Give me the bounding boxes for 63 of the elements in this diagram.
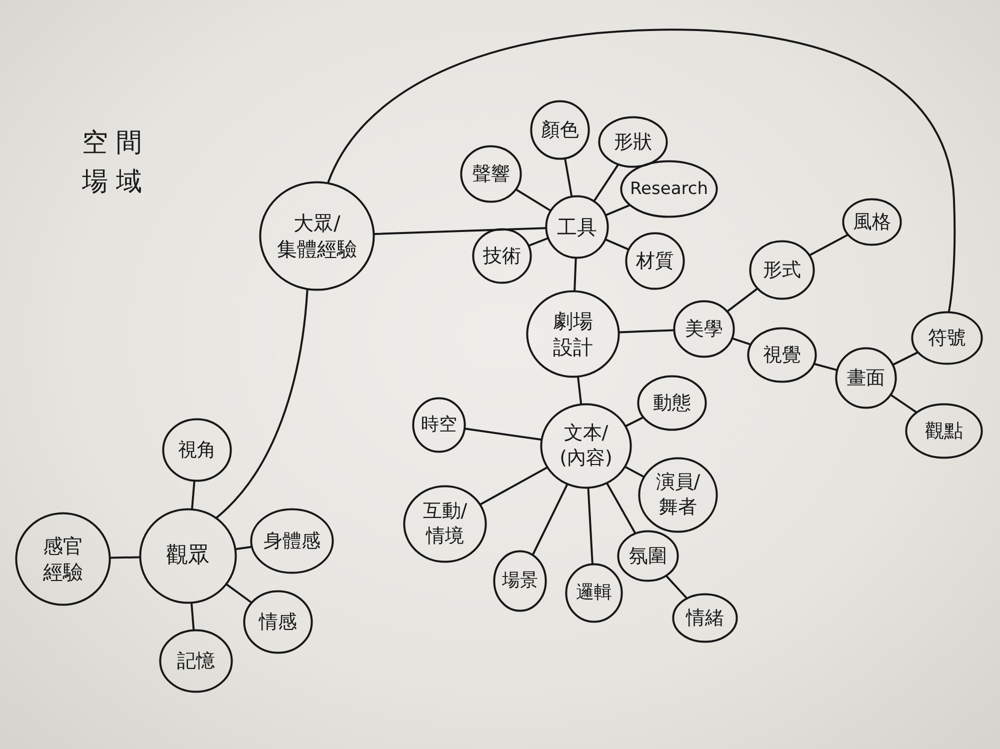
topic-bubble: 風格 — [842, 198, 902, 246]
topic-bubble: 材質 — [625, 232, 685, 290]
topic-bubble: 劇場設計 — [526, 290, 620, 378]
topic-bubble: 大眾/集體經驗 — [259, 181, 375, 291]
topic-bubble: 觀點 — [905, 403, 983, 459]
topic-bubble: 場景 — [493, 550, 547, 612]
topic-bubble: 視覺 — [747, 327, 817, 383]
connector-line — [226, 584, 252, 603]
connector-line — [814, 363, 838, 371]
connector-line — [464, 428, 542, 440]
topic-bubble: 互動/情境 — [403, 485, 487, 563]
topic-bubble: 時空 — [412, 397, 466, 453]
topic-bubble: 記憶 — [159, 629, 233, 693]
connector-line — [727, 288, 758, 312]
connector-line — [619, 329, 674, 334]
topic-bubble: 畫面 — [835, 347, 897, 409]
connector-line — [606, 483, 636, 534]
topic-bubble: 情感 — [243, 590, 313, 654]
connector-line — [577, 376, 582, 404]
connector-line — [191, 480, 196, 510]
topic-bubble: 情緒 — [672, 593, 738, 643]
connector-line — [216, 289, 308, 518]
connector-line — [625, 466, 644, 478]
connector-line — [606, 204, 630, 216]
connector-line — [732, 338, 751, 346]
topic-bubble: 感官經驗 — [15, 512, 111, 606]
connector-line — [236, 546, 252, 550]
topic-bubble: 視角 — [162, 418, 232, 482]
topic-bubble: 聲響 — [460, 145, 522, 203]
topic-bubble: 形狀 — [598, 116, 668, 168]
connector-line — [605, 238, 629, 250]
connector-line — [626, 416, 644, 427]
connector-line — [190, 602, 195, 630]
connector-line — [516, 189, 551, 212]
topic-bubble: 身體感 — [250, 508, 334, 574]
topic-bubble: 氛圍 — [617, 530, 679, 582]
topic-bubble: 顏色 — [530, 100, 590, 160]
connector-line — [594, 164, 619, 202]
connector-line — [480, 466, 548, 505]
topic-bubble: 邏輯 — [565, 563, 623, 623]
connector-line — [528, 238, 548, 246]
connector-line — [374, 227, 546, 235]
connector-line — [666, 576, 688, 598]
note-text: 空間場域 — [82, 127, 151, 199]
topic-bubble: 文本/(內容) — [540, 403, 632, 489]
topic-bubble: 觀眾 — [139, 508, 237, 604]
topic-bubble: 技術 — [472, 228, 532, 284]
connector-line — [110, 556, 140, 559]
connector-line — [890, 394, 917, 413]
topic-bubble: 動態 — [637, 375, 707, 431]
connector-line — [810, 234, 848, 256]
topic-bubble: 工具 — [545, 195, 609, 259]
topic-bubble: 演員/舞者 — [638, 457, 718, 533]
topic-bubble: 形式 — [749, 240, 815, 300]
connector-line — [532, 484, 568, 555]
topic-bubble: 美學 — [673, 300, 735, 358]
topic-bubble: 符號 — [911, 311, 983, 365]
topic-bubble: Research — [620, 160, 718, 218]
connector-line — [327, 29, 956, 312]
connector-line — [564, 158, 572, 196]
connector-line — [587, 488, 594, 564]
connector-line — [574, 258, 577, 291]
connector-line — [892, 352, 918, 366]
